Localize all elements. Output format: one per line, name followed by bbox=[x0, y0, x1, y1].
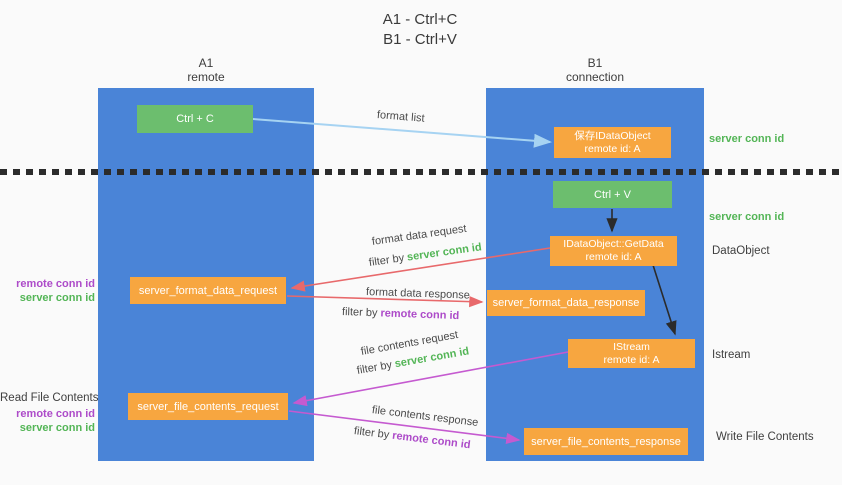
server-format-data-response-label: server_format_data_response bbox=[492, 297, 640, 309]
ctrl-v-label: Ctrl + V bbox=[594, 188, 631, 201]
idataobject-getdata-remote-id: remote id: A bbox=[585, 251, 642, 263]
title-line-2: B1 - Ctrl+V bbox=[383, 31, 457, 48]
remote-conn-id-inline: remote conn id bbox=[380, 307, 460, 323]
lane-b-name: B1 bbox=[587, 56, 603, 70]
save-idataobject-box: 保存IDataObject remote id: A bbox=[554, 127, 671, 158]
file-conn-ids: remote conn id server conn id bbox=[0, 407, 95, 435]
server-format-data-request-label: server_format_data_request bbox=[138, 284, 278, 297]
remote-conn-id-label-file: remote conn id bbox=[16, 408, 95, 420]
istream-remote-id: remote id: A bbox=[603, 353, 660, 366]
write-file-contents-label: Write File Contents bbox=[716, 431, 814, 443]
format-data-response-label: format data response bbox=[365, 286, 471, 302]
format-conn-ids: remote conn id server conn id bbox=[0, 277, 95, 305]
istream-side-label: Istream bbox=[712, 349, 751, 361]
server-file-contents-response-label: server_file_contents_response bbox=[531, 435, 681, 448]
remote-conn-id-inline: remote conn id bbox=[391, 429, 472, 452]
istream-box: IStream remote id: A bbox=[568, 339, 695, 368]
dataobject-label: DataObject bbox=[712, 245, 770, 257]
filter-by-text: filter by bbox=[353, 425, 390, 442]
idataobject-getdata-title: IDataObject::GetData bbox=[563, 238, 664, 250]
save-idataobject-remote-id: remote id: A bbox=[584, 142, 641, 155]
server-file-contents-response-box: server_file_contents_response bbox=[524, 428, 688, 455]
diagram-title: A1 - Ctrl+C B1 - Ctrl+V bbox=[290, 10, 550, 50]
ctrl-c-box: Ctrl + C bbox=[137, 105, 253, 133]
server-conn-id-label-format: server conn id bbox=[19, 292, 95, 304]
server-conn-id-label-mid: server conn id bbox=[709, 211, 785, 223]
lane-a-subtitle: remote bbox=[187, 70, 225, 84]
server-file-contents-request-label: server_file_contents_request bbox=[137, 400, 279, 413]
remote-conn-id-label-format: remote conn id bbox=[16, 278, 95, 290]
file-contents-response-label: file contents response bbox=[371, 404, 479, 429]
istream-title: IStream bbox=[613, 340, 650, 353]
lane-a-name: A1 bbox=[198, 56, 214, 70]
save-idataobject-title: 保存IDataObject bbox=[574, 129, 651, 142]
server-conn-id-inline: server conn id bbox=[406, 241, 483, 264]
lane-a-header: A1 remote bbox=[98, 56, 314, 84]
filter-by-text: filter by bbox=[355, 358, 393, 377]
lane-b-subtitle: connection bbox=[565, 70, 625, 84]
server-conn-id-label-top: server conn id bbox=[709, 133, 785, 145]
server-file-contents-request-box: server_file_contents_request bbox=[128, 393, 288, 420]
server-format-data-request-box: server_format_data_request bbox=[130, 277, 286, 304]
server-format-data-response-box: server_format_data_response bbox=[487, 290, 645, 316]
filter-by-text: filter by bbox=[368, 252, 405, 269]
server-conn-id-label-file: server conn id bbox=[19, 422, 95, 434]
format-list-label: format list bbox=[376, 109, 426, 125]
read-file-contents-label: Read File Contents bbox=[0, 392, 99, 404]
lane-b-header: B1 connection bbox=[486, 56, 704, 84]
ctrl-c-label: Ctrl + C bbox=[176, 113, 214, 125]
ctrl-v-box: Ctrl + V bbox=[553, 181, 672, 208]
idataobject-getdata-box: IDataObject::GetData remote id: A bbox=[550, 236, 677, 266]
filter-by-text: filter by bbox=[341, 306, 378, 320]
title-line-1: A1 - Ctrl+C bbox=[382, 11, 458, 28]
